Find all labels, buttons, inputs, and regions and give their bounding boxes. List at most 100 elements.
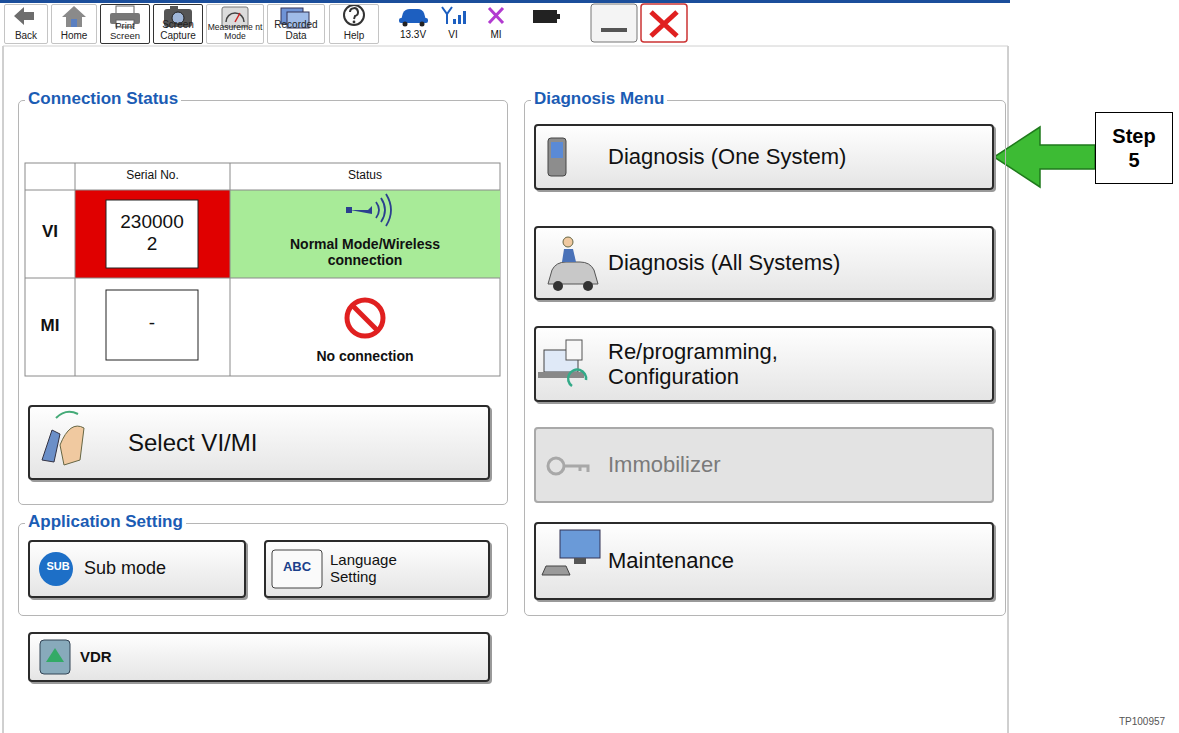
- button-label: Re/programming, Configuration: [608, 339, 840, 390]
- language-button: ABCLanguage Setting: [264, 540, 490, 598]
- toolbar-icon: [62, 6, 86, 27]
- button-icon: [551, 142, 563, 158]
- status-icon: [420, 22, 425, 27]
- menu-button: Diagnosis (All Systems): [534, 226, 994, 300]
- button-label: Home: [61, 31, 88, 42]
- button-icon: [538, 372, 584, 378]
- button-icon: [56, 412, 78, 418]
- status-table: [25, 163, 500, 376]
- button-fill: [267, 4, 325, 44]
- panel-heading: Connection Status: [25, 89, 181, 109]
- button-fill: [534, 124, 994, 190]
- button-label: Step 5: [1110, 124, 1158, 172]
- window-controls: [601, 28, 627, 32]
- back-button: Back: [4, 4, 48, 44]
- button-label: Help: [344, 31, 365, 42]
- status-table: [106, 290, 198, 360]
- button-label: Recorded Data: [269, 20, 323, 41]
- status-table: [75, 190, 230, 278]
- button-fill: [329, 4, 379, 44]
- status-table: [350, 206, 372, 214]
- status-table: [352, 305, 378, 331]
- button-label: Measureme nt Mode: [207, 23, 263, 41]
- window-frame: [3, 46, 1008, 47]
- status-value: VI: [433, 29, 473, 41]
- button-icon: [574, 558, 586, 564]
- button-fill: [534, 522, 994, 600]
- button-fill: [534, 326, 994, 402]
- status-table: [25, 190, 500, 191]
- window-frame: [0, 0, 1010, 733]
- button-icon: [42, 430, 60, 462]
- button-fill: [28, 540, 246, 598]
- icon-text: SUB: [39, 560, 77, 573]
- status-value: MI: [476, 29, 516, 41]
- status-value: 13.3V: [393, 29, 433, 41]
- toolbar-icon: [71, 19, 77, 27]
- button-icon: [568, 370, 586, 386]
- window-controls: [651, 12, 677, 36]
- button-fill: [534, 226, 994, 300]
- menu-button: Re/programming, Configuration: [534, 326, 994, 402]
- connection-panel: Select VI/MIConnection Status: [18, 100, 508, 505]
- button-fill: [534, 427, 994, 503]
- window-controls: [591, 4, 687, 42]
- toolbar-icon: [235, 13, 240, 22]
- button-icon: [562, 249, 576, 262]
- status-table: [230, 163, 231, 376]
- row-label: VI: [26, 222, 74, 242]
- button-label: Immobilizer: [608, 452, 720, 477]
- menu-button: Diagnosis (One System): [534, 124, 994, 190]
- toolbar-icon: [116, 6, 134, 14]
- status-icon: [463, 11, 466, 24]
- button-label: Sub mode: [84, 558, 242, 579]
- button-label: Select VI/MI: [128, 429, 257, 457]
- button-icon: [548, 138, 566, 176]
- toolbar-icon: [226, 13, 244, 22]
- select-button: Select VI/MI: [28, 405, 490, 480]
- status-table: [25, 163, 500, 376]
- menu-button: Maintenance: [534, 522, 994, 600]
- button-icon: [40, 640, 70, 674]
- button-fill: [153, 4, 203, 44]
- status-table: [25, 278, 500, 279]
- button-label: Maintenance: [608, 548, 734, 573]
- status-icon: [533, 10, 557, 23]
- button-icon: [542, 566, 570, 575]
- measurement-button: Measureme nt Mode: [206, 4, 264, 44]
- button-fill: [28, 405, 490, 480]
- window-frame: [3, 46, 4, 733]
- button-fill: [206, 4, 264, 44]
- recorded-data-button: Recorded Data: [267, 4, 325, 44]
- toolbar-icon: [344, 5, 364, 25]
- status-table: [230, 190, 500, 278]
- status-table: [75, 163, 76, 376]
- status-icon: [403, 22, 408, 27]
- status-icon: [453, 19, 456, 24]
- status-table: [347, 300, 383, 336]
- settings-panel: SUBSub modeABCLanguage SettingApplicatio…: [18, 523, 508, 616]
- button-icon: [560, 530, 600, 558]
- button-label: Diagnosis (All Systems): [608, 250, 840, 275]
- button-icon: [548, 262, 598, 284]
- screen-capture-button: Screen Capture: [153, 4, 203, 44]
- sub-mode-button: SUB Sub mode: [28, 540, 246, 598]
- vdr-button: VDR: [28, 632, 490, 682]
- icon-text: ABC: [273, 560, 321, 575]
- status-text: Normal Mode/Wireless connection: [276, 236, 454, 268]
- status-icon: [557, 14, 560, 19]
- status-icon: [442, 7, 452, 24]
- status-text: No connection: [232, 348, 498, 364]
- toolbar-icon: [170, 6, 178, 10]
- panel-heading: Diagnosis Menu: [531, 89, 667, 109]
- button-icon: [563, 237, 573, 247]
- window-controls: [591, 4, 637, 42]
- serial-number: 230000 2: [110, 211, 194, 255]
- button-fill: [51, 4, 97, 44]
- toolbar-icon: [350, 8, 358, 19]
- status-icon: [399, 7, 560, 27]
- button-icon: [46, 648, 64, 662]
